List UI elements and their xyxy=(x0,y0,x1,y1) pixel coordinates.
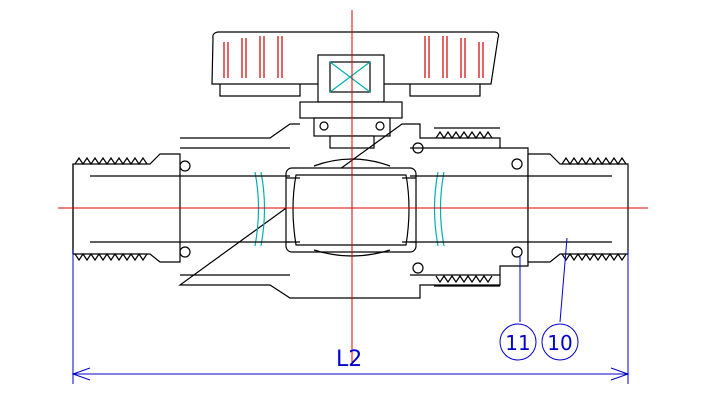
arrow-right xyxy=(610,367,630,381)
arrow-left xyxy=(71,367,91,381)
seal-left xyxy=(254,171,266,247)
balloon-10: 10 xyxy=(541,237,579,361)
seal-right xyxy=(433,171,445,247)
stem-head xyxy=(299,54,403,149)
balloon-label-10: 10 xyxy=(547,331,572,355)
balloon-11: 11 xyxy=(499,256,537,361)
centerlines xyxy=(58,10,648,362)
dimension-l2: L2 xyxy=(71,250,630,384)
handle-grip-right xyxy=(424,36,484,78)
balloon-label-11: 11 xyxy=(505,331,530,355)
valve-body xyxy=(178,123,529,299)
handle-grip-left xyxy=(223,36,283,78)
dimension-label: L2 xyxy=(336,347,362,372)
union-nut-right xyxy=(434,127,500,287)
